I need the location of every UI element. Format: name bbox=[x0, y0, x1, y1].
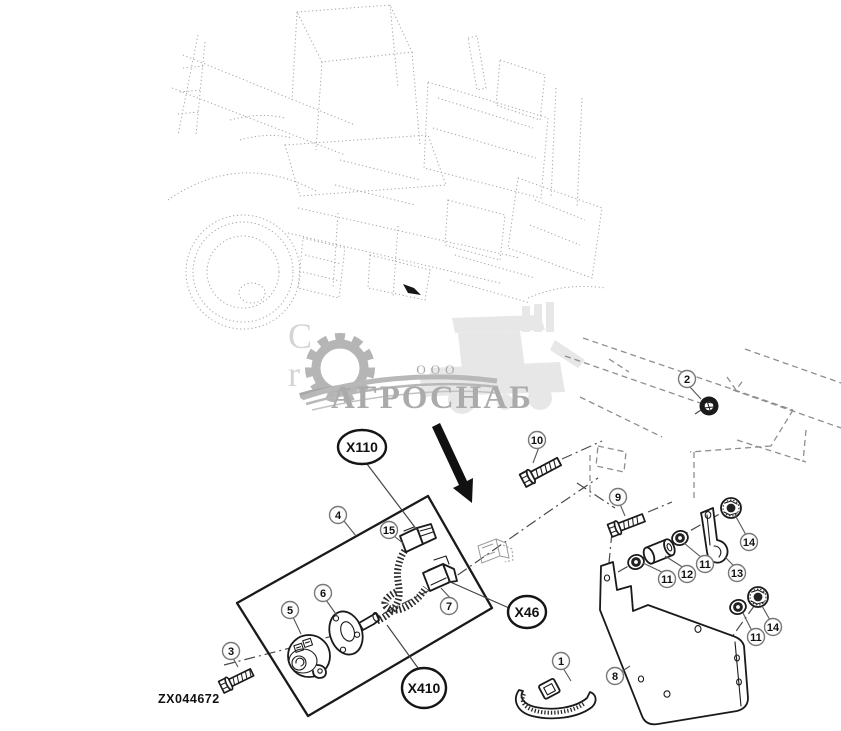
callout-3: 3 bbox=[221, 641, 241, 668]
callout-9: 9 bbox=[608, 487, 628, 517]
drawing-code: ZX044672 bbox=[158, 692, 220, 706]
callout-15: 15 bbox=[379, 520, 405, 545]
watermark-logo: C r ООО АГРОСНАБ bbox=[288, 302, 585, 416]
callout-2-num: 2 bbox=[684, 374, 690, 386]
spacer-12 bbox=[642, 538, 676, 565]
bolt-3 bbox=[217, 668, 255, 694]
direction-arrow bbox=[432, 423, 473, 503]
callout-11-lower: 11 bbox=[742, 612, 766, 647]
tractor-ghost-sketch bbox=[167, 4, 606, 330]
connector-label-x110: X110 bbox=[336, 428, 418, 531]
callout-6: 6 bbox=[313, 583, 339, 618]
callout-9-num: 9 bbox=[615, 492, 621, 504]
callout-14-upper: 14 bbox=[734, 514, 759, 552]
watermark-stray-letter-1: C bbox=[288, 316, 312, 356]
watermark-org-type: ООО bbox=[416, 362, 459, 377]
frame-ghost-outline bbox=[564, 337, 841, 500]
sensor-flange bbox=[328, 610, 380, 656]
cable-clamp-13 bbox=[700, 507, 729, 564]
washer-11-lower bbox=[729, 598, 747, 616]
bolt-10 bbox=[518, 456, 563, 488]
callout-3-num: 3 bbox=[228, 646, 234, 658]
callout-12-num: 12 bbox=[681, 569, 693, 581]
callout-10-num: 10 bbox=[531, 435, 543, 447]
connector-15-plug bbox=[399, 523, 437, 553]
callout-13-num: 13 bbox=[731, 568, 743, 580]
callout-4-num: 4 bbox=[335, 510, 342, 522]
mounting-bracket-8 bbox=[599, 561, 749, 726]
ink-blot bbox=[403, 284, 421, 295]
watermark-org-name: АГРОСНАБ bbox=[331, 380, 533, 416]
callout-2: 2 bbox=[677, 369, 702, 400]
connector-7-plug bbox=[422, 555, 458, 592]
callout-7: 7 bbox=[439, 587, 459, 616]
washer-11-left bbox=[627, 553, 645, 571]
callout-4: 4 bbox=[328, 505, 357, 537]
connector-label-x410: X410 bbox=[386, 624, 448, 710]
x110-label-text: X110 bbox=[346, 439, 378, 455]
callout-14-num: 14 bbox=[767, 622, 780, 634]
callout-5-num: 5 bbox=[287, 605, 293, 617]
callout-5: 5 bbox=[280, 600, 302, 635]
flange-nut-14-upper bbox=[720, 497, 742, 519]
speed-sensor bbox=[287, 634, 331, 679]
x410-label-text: X410 bbox=[408, 680, 441, 696]
gear-icon bbox=[305, 333, 375, 403]
flange-nut-14-lower bbox=[747, 586, 769, 608]
callout-11-num: 11 bbox=[699, 559, 711, 571]
callout-8-num: 8 bbox=[612, 671, 618, 683]
cable-tie-1 bbox=[515, 677, 597, 720]
callout-10: 10 bbox=[527, 430, 547, 464]
callout-14-num: 14 bbox=[743, 537, 756, 549]
sensor-mounting-panel bbox=[235, 494, 494, 718]
callout-11-num: 11 bbox=[661, 574, 673, 586]
callout-7-num: 7 bbox=[446, 601, 452, 613]
callout-13: 13 bbox=[724, 556, 747, 583]
swoosh-lines bbox=[299, 374, 499, 411]
callout-12: 12 bbox=[664, 555, 697, 584]
callout-1: 1 bbox=[551, 651, 572, 682]
nut-2 bbox=[699, 396, 719, 416]
callout-14-lower: 14 bbox=[761, 605, 783, 637]
watermark-stray-letter-2: r bbox=[288, 354, 300, 394]
callout-8: 8 bbox=[605, 665, 631, 686]
callout-6-num: 6 bbox=[320, 588, 326, 600]
callout-1-num: 1 bbox=[558, 656, 564, 668]
connector-label-x46: X46 bbox=[447, 580, 548, 630]
bolt-9 bbox=[606, 513, 646, 538]
callout-11-middle: 11 bbox=[683, 542, 715, 574]
callout-11-left: 11 bbox=[642, 562, 677, 589]
sensor-wiring-harness bbox=[375, 523, 458, 625]
callout-15-num: 15 bbox=[383, 525, 395, 537]
washer-11-middle bbox=[671, 529, 689, 547]
x46-label-text: X46 bbox=[515, 604, 540, 620]
ghost-connector bbox=[477, 538, 514, 564]
callout-11-num: 11 bbox=[750, 632, 762, 644]
